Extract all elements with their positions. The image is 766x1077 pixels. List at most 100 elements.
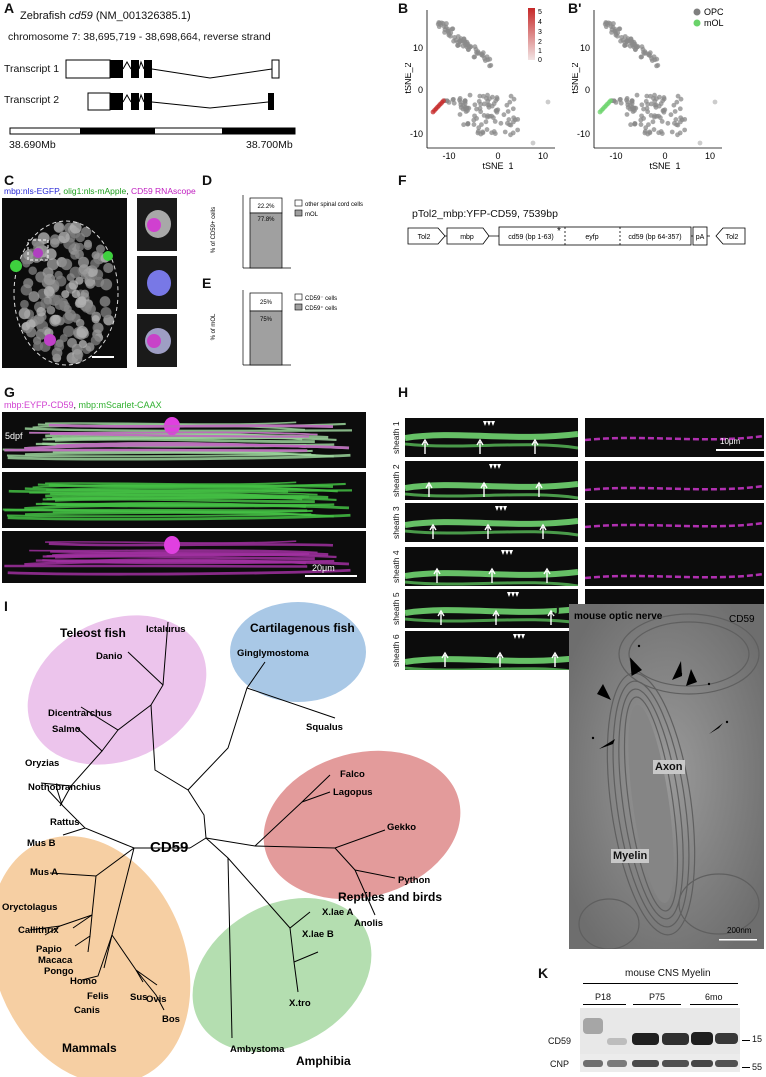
tsne-point	[545, 99, 551, 105]
tsne-point	[498, 120, 504, 126]
tsne-point	[450, 26, 456, 32]
tsne-point	[481, 101, 487, 107]
tsne-point	[473, 46, 479, 52]
tsne-point	[441, 24, 447, 29]
svg-text:Sus: Sus	[130, 992, 147, 1003]
myelin-label: Myelin	[611, 849, 650, 863]
tsne-point	[508, 132, 513, 138]
tsne-point	[515, 116, 521, 122]
svg-text:X.tro: X.tro	[289, 998, 311, 1009]
g-merge-image: 5dpf	[2, 412, 366, 468]
tsne-points-b2	[597, 20, 718, 146]
group-reptiles	[263, 750, 461, 900]
svg-text:Gekko: Gekko	[387, 822, 416, 833]
tsne-point	[624, 97, 629, 103]
tsne-point	[492, 119, 498, 124]
xtick: 0	[495, 151, 500, 161]
tsne-point	[485, 113, 491, 119]
k-row-cnp: CNP	[550, 1059, 570, 1069]
svg-text:% of CD59+ cells: % of CD59+ cells	[211, 207, 217, 253]
svg-text:75%: 75%	[260, 317, 273, 323]
svg-text:tSNE_1: tSNE_1	[649, 161, 680, 170]
tsne-point	[608, 24, 614, 29]
tsne-point	[467, 92, 473, 98]
svg-text:Callithrix: Callithrix	[18, 925, 59, 936]
tsne-point	[668, 112, 674, 118]
inset-magenta	[137, 314, 177, 367]
tsne-point	[477, 93, 483, 99]
tsne-point	[461, 40, 467, 46]
channel-legend: mbp:nls-EGFP, olig1:nls-mApple, CD59 RNA…	[4, 186, 196, 196]
g-legend: mbp:EYFP-CD59, mbp:mScarlet-CAAX	[4, 400, 162, 410]
svg-text:Canis: Canis	[74, 1005, 100, 1016]
svg-text:X.lae A: X.lae A	[322, 907, 353, 918]
tsne-point	[697, 140, 703, 146]
svg-text:10: 10	[705, 151, 715, 161]
timepoint-label: 5dpf	[5, 431, 23, 441]
ytick: 10	[413, 43, 423, 53]
svg-text:Felis: Felis	[87, 991, 109, 1002]
k-age: 6mo	[705, 992, 723, 1002]
svg-text:0: 0	[538, 57, 542, 64]
svg-text:Tol2: Tol2	[418, 234, 431, 241]
tsne-point	[628, 40, 634, 46]
group-cartilagenous	[230, 602, 366, 702]
tsne-point	[477, 106, 483, 111]
spinal-cord-image	[2, 198, 127, 368]
tsne-point	[457, 39, 463, 45]
tsne-point	[476, 125, 482, 131]
tsne-point	[643, 98, 649, 104]
tsne-point	[472, 54, 478, 60]
tsne-point	[508, 93, 514, 99]
svg-text:Bos: Bos	[162, 1014, 180, 1025]
tsne-point	[677, 106, 683, 112]
h-scalebar: 10μm	[720, 437, 741, 446]
panel-label-d: D	[202, 172, 213, 188]
svg-text:CD59: CD59	[150, 839, 188, 856]
svg-text:Teleost fish: Teleost fish	[60, 626, 126, 640]
svg-text:other spinal cord cells: other spinal cord cells	[305, 202, 363, 208]
tsne-point	[638, 122, 644, 127]
sheath-merge-image	[405, 503, 578, 542]
tsne-point	[629, 98, 635, 104]
ytick: -10	[410, 129, 423, 139]
sheath-merge-image	[405, 547, 578, 586]
sheath-cd59-image	[585, 503, 764, 542]
svg-text:Cartilagenous fish: Cartilagenous fish	[250, 621, 355, 635]
tsne-point	[445, 27, 451, 32]
tsne-point	[643, 50, 649, 56]
tsne-point	[494, 109, 500, 115]
y-axis-label: tSNE_2	[405, 62, 413, 93]
k-row-cd59: CD59	[548, 1036, 572, 1046]
tsne-point	[450, 97, 456, 103]
sheath-label: sheath 3	[391, 506, 401, 539]
tsne-point	[628, 122, 634, 128]
group-amphibia	[192, 897, 372, 1053]
tsne-point	[648, 101, 654, 107]
em-image: mouse optic nerve CD59 Axon Myelin 200nm	[569, 604, 764, 949]
tsne-point	[660, 98, 666, 104]
svg-text:CD59⁺ cells: CD59⁺ cells	[305, 305, 337, 312]
svg-text:0: 0	[662, 151, 667, 161]
svg-text:Danio: Danio	[96, 651, 123, 662]
inset-blue	[137, 256, 177, 309]
tsne-point	[634, 92, 640, 98]
group-mammals	[0, 836, 191, 1077]
tsne-point	[507, 99, 513, 105]
tsne-point	[665, 120, 671, 126]
svg-text:2: 2	[538, 39, 542, 46]
tsne-point	[654, 63, 659, 69]
ytick: 0	[418, 85, 423, 95]
x-axis-label: tSNE_1	[482, 161, 513, 170]
sheath-cd59-image	[585, 461, 764, 500]
svg-text:5: 5	[538, 9, 542, 16]
sheath-merge-image	[405, 589, 578, 628]
k-age: P18	[595, 992, 612, 1002]
tsne-point	[644, 93, 650, 99]
panel-label-b2: B'	[568, 0, 582, 16]
tsne-point	[622, 42, 628, 48]
svg-text:Macaca: Macaca	[38, 955, 73, 966]
tsne-point	[515, 127, 521, 133]
svg-text:eyfp: eyfp	[585, 234, 598, 241]
tsne-point	[608, 98, 613, 104]
